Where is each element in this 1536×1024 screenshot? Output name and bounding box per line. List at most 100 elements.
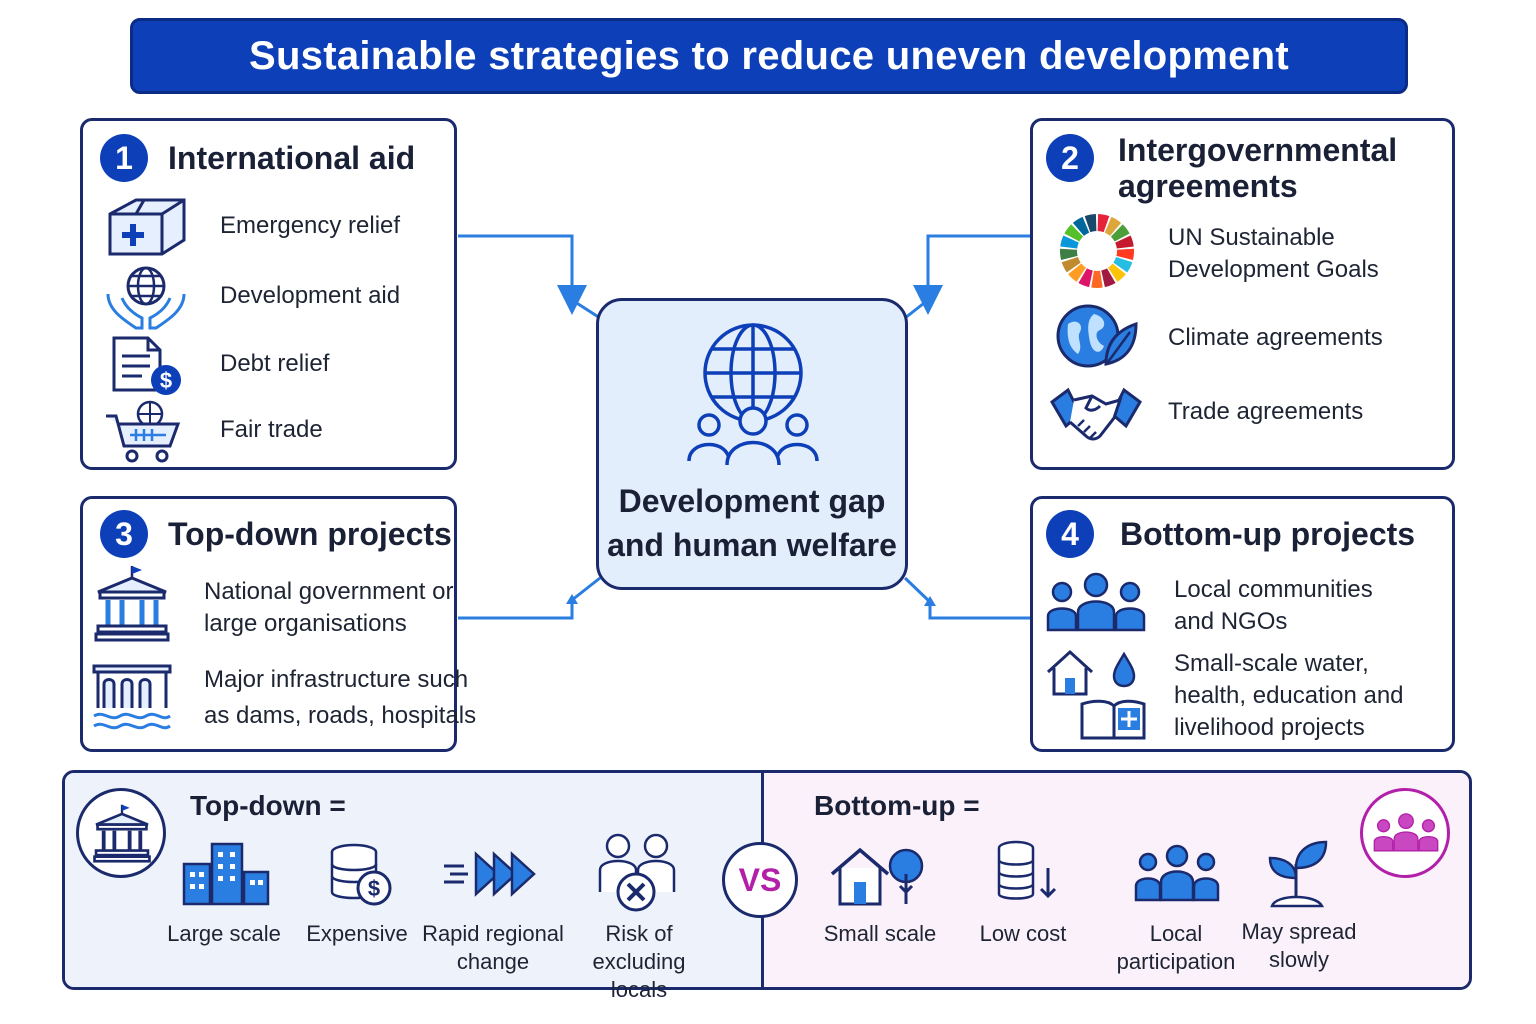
center-title: Development gap and human welfare (599, 479, 905, 567)
page-title: Sustainable strategies to reduce uneven … (130, 18, 1408, 94)
item-development-aid: Development aid (220, 282, 401, 309)
coins-down-icon (997, 840, 1057, 900)
sdg-wheel-segment (1060, 235, 1079, 249)
sdg-wheel-segment (1072, 216, 1090, 236)
item-major-infrastructure: Major infrastructure such as dams, roads… (204, 662, 476, 734)
earth-leaf-icon (1056, 304, 1138, 368)
label-local-participation: Local participation (1106, 920, 1246, 976)
number-badge-1: 1 (100, 134, 148, 182)
spread-line-1: May spread (1241, 919, 1357, 944)
connector-4 (928, 602, 1030, 620)
sdg-wheel-segment (1091, 270, 1103, 288)
participation-line-2: participation (1116, 949, 1236, 974)
sdg-wheel-segment (1061, 257, 1081, 273)
svg-text:$: $ (368, 876, 380, 901)
sdg-wheel-icon (1060, 214, 1134, 288)
risk-line-1: Risk of (605, 921, 673, 946)
item-emergency-relief: Emergency relief (220, 212, 401, 239)
panel-title-intergovernmental: Intergovernmental agreements (1118, 132, 1397, 204)
comparison-panel (62, 770, 1472, 990)
participation-line-1: Local (1149, 921, 1203, 946)
sdg-wheel-segment (1060, 248, 1078, 261)
title-line-1: Intergovernmental (1118, 132, 1398, 168)
label-small-scale: Small scale (810, 920, 950, 948)
document-dollar-icon: $ (112, 336, 181, 395)
sdg-wheel-segment (1104, 216, 1122, 236)
sdg-line-2: Development Goals (1168, 256, 1379, 283)
center-line-1: Development gap (618, 483, 886, 519)
panel-title-bottom-up: Bottom-up projects (1120, 516, 1416, 552)
sdg-line-1: UN Sustainable (1168, 224, 1335, 251)
connector-1 (458, 234, 587, 315)
small-scale-text: Small scale (823, 921, 937, 946)
coins-dollar-icon: $ (330, 843, 392, 906)
label-large-scale: Large scale (154, 920, 294, 948)
vs-badge: VS (722, 842, 798, 918)
risk-line-2: excluding locals (592, 949, 686, 1002)
people-excluded-icon (598, 833, 676, 912)
small-line-2: health, education and (1174, 682, 1404, 709)
house-water-book-icon (1046, 649, 1146, 740)
top-down-heading: Top-down = (190, 790, 346, 821)
infra-line-1: Major infrastructure such (204, 666, 469, 693)
sdg-wheel-segment (1084, 214, 1097, 233)
connector-3 (458, 600, 574, 620)
item-fair-trade: Fair trade (220, 416, 323, 443)
sdg-wheel-segment (1097, 214, 1110, 233)
sdg-wheel-segment (1115, 235, 1134, 249)
small-line-3: livelihood projects (1174, 714, 1365, 741)
local-line-2: and NGOs (1174, 608, 1288, 635)
small-line-1: Small-scale water, (1174, 650, 1369, 677)
cart-globe-icon (106, 400, 181, 463)
center-line-2: and human welfare (607, 527, 897, 563)
label-low-cost: Low cost (958, 920, 1088, 948)
community-people-icon (1046, 572, 1146, 632)
sdg-wheel-segment (1101, 268, 1116, 288)
label-risk-excluding-locals: Risk of excluding locals (566, 920, 712, 1004)
item-small-scale-projects: Small-scale water, health, education and… (1174, 648, 1404, 744)
label-rapid-regional-change: Rapid regional change (420, 920, 566, 976)
local-line-1: Local communities (1174, 576, 1373, 603)
house-tree-icon (830, 847, 924, 906)
label-expensive: Expensive (292, 920, 422, 948)
medical-box-icon (108, 198, 186, 256)
govt-line-2: large organisations (204, 610, 407, 637)
sdg-wheel-segment (1068, 263, 1086, 282)
item-national-government: National government or large organisatio… (204, 576, 453, 640)
center-concept-box: Development gap and human welfare (596, 298, 908, 590)
sdg-wheel-segment (1113, 257, 1133, 273)
infra-line-2: as dams, roads, hospitals (204, 702, 477, 729)
seedling-icon (1268, 840, 1328, 908)
bottom-up-heading: Bottom-up = (814, 790, 980, 821)
fast-forward-icon (444, 851, 536, 897)
number-badge-3: 3 (100, 510, 148, 558)
rapid-line-1: Rapid regional (422, 921, 564, 946)
hands-globe-icon (106, 266, 186, 330)
dam-icon (92, 664, 172, 730)
item-local-communities: Local communities and NGOs (1174, 574, 1373, 638)
top-down-circle (76, 788, 166, 878)
item-climate-agreements: Climate agreements (1168, 324, 1383, 351)
city-buildings-icon (182, 842, 270, 906)
handshake-icon (1050, 387, 1142, 441)
sdg-wheel-segment (1108, 263, 1126, 282)
title-line-2: agreements (1118, 168, 1298, 204)
sdg-wheel-segment (1064, 224, 1084, 242)
sdg-wheel-segment (1116, 248, 1134, 261)
government-building-icon (94, 566, 170, 642)
low-cost-text: Low cost (979, 921, 1067, 946)
people-group-icon (1134, 844, 1220, 902)
large-scale-text: Large scale (167, 921, 281, 946)
number-badge-2: 2 (1046, 134, 1094, 182)
bottom-up-circle (1360, 788, 1450, 878)
rapid-line-2: change (456, 949, 530, 974)
connector-2 (913, 234, 1030, 315)
item-debt-relief: Debt relief (220, 350, 330, 377)
item-trade-agreements: Trade agreements (1168, 398, 1364, 425)
svg-text:$: $ (160, 368, 172, 393)
spread-line-2: slowly (1269, 947, 1329, 972)
panel-title-top-down: Top-down projects (168, 516, 452, 552)
item-un-sdgs: UN Sustainable Development Goals (1168, 222, 1379, 286)
govt-line-1: National government or (204, 578, 454, 605)
